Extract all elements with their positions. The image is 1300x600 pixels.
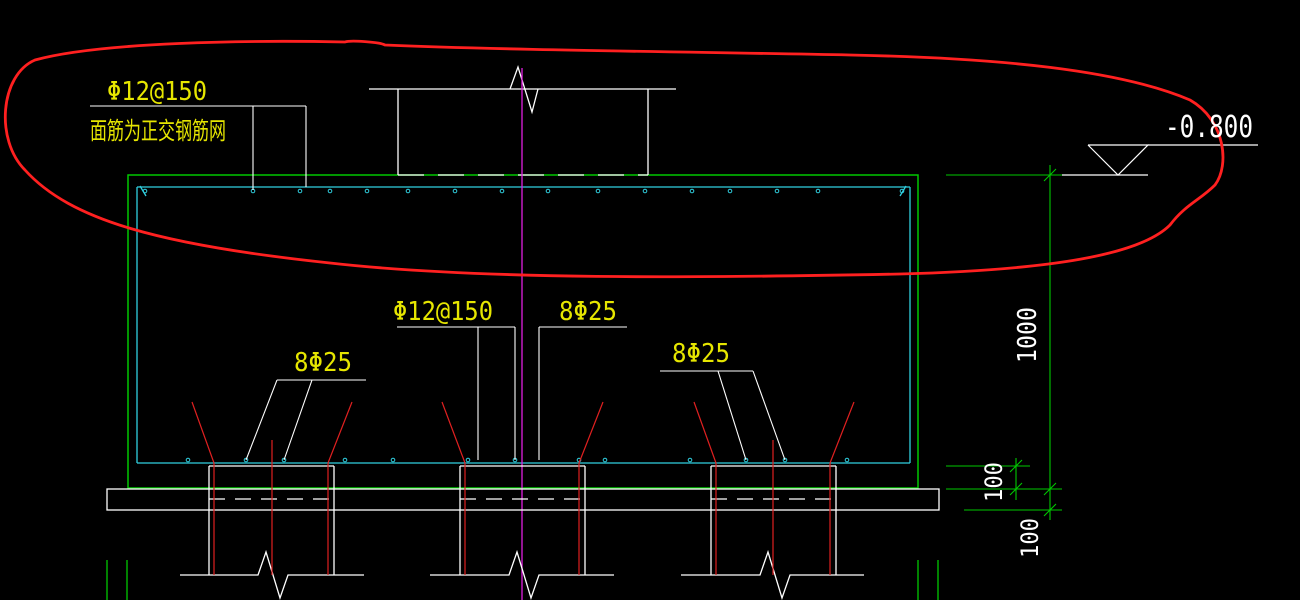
rebar-cage — [136, 185, 911, 464]
dimension-lines — [946, 165, 1062, 520]
rebar-dot — [595, 188, 601, 194]
markup-ellipse — [3, 39, 1225, 279]
elevation-label: -0.800 — [1165, 110, 1253, 145]
cushion-layer — [106, 488, 940, 511]
rebar-dot — [899, 188, 905, 194]
mid-rebar-count-label: 8Φ25 — [559, 297, 617, 327]
top-rebar-dots — [142, 188, 905, 194]
rebar-dot — [815, 188, 821, 194]
pile-outline-stubs — [106, 560, 939, 600]
rebar-dot — [727, 188, 733, 194]
rebar-dot — [364, 188, 370, 194]
pile-cap-outline — [127, 174, 919, 489]
rebar-dot — [243, 457, 249, 463]
top-rebar-spec-label: Φ12@150 — [107, 77, 207, 107]
rebar-dot — [405, 188, 411, 194]
leader-lines — [90, 105, 786, 461]
rebar-dot — [452, 188, 458, 194]
top-rebar-note-label: 面筋为正交钢筋网 — [90, 117, 226, 145]
rebar-dot — [844, 457, 850, 463]
rebar-dot — [281, 457, 287, 463]
rebar-dot — [327, 188, 333, 194]
rebar-dot — [687, 457, 693, 463]
mid-rebar-spec-label: Φ12@150 — [393, 297, 493, 327]
rebar-dot — [602, 457, 608, 463]
dim-cover-top-label: 100 — [980, 462, 1008, 502]
pile-anchor-rebar — [191, 401, 855, 575]
rebar-dot — [545, 188, 551, 194]
rebar-dot — [142, 188, 148, 194]
rebar-dot — [782, 457, 788, 463]
rebar-dot — [390, 457, 396, 463]
rebar-dot — [465, 457, 471, 463]
rebar-dot — [185, 457, 191, 463]
dim-height-label: 1000 — [1013, 307, 1043, 363]
rebar-dot — [642, 188, 648, 194]
pile-center — [430, 465, 614, 600]
bottom-rebar-dots — [185, 457, 850, 463]
right-pile-rebar-label: 8Φ25 — [672, 339, 730, 369]
rebar-dot — [774, 188, 780, 194]
rebar-dot — [689, 188, 695, 194]
elevation-marker — [1062, 144, 1258, 176]
left-pile-rebar-label: 8Φ25 — [294, 348, 352, 378]
dim-cover-bottom-label: 100 — [1016, 518, 1044, 558]
rebar-dot — [499, 188, 505, 194]
rebar-dot — [297, 188, 303, 194]
rebar-dot — [342, 457, 348, 463]
